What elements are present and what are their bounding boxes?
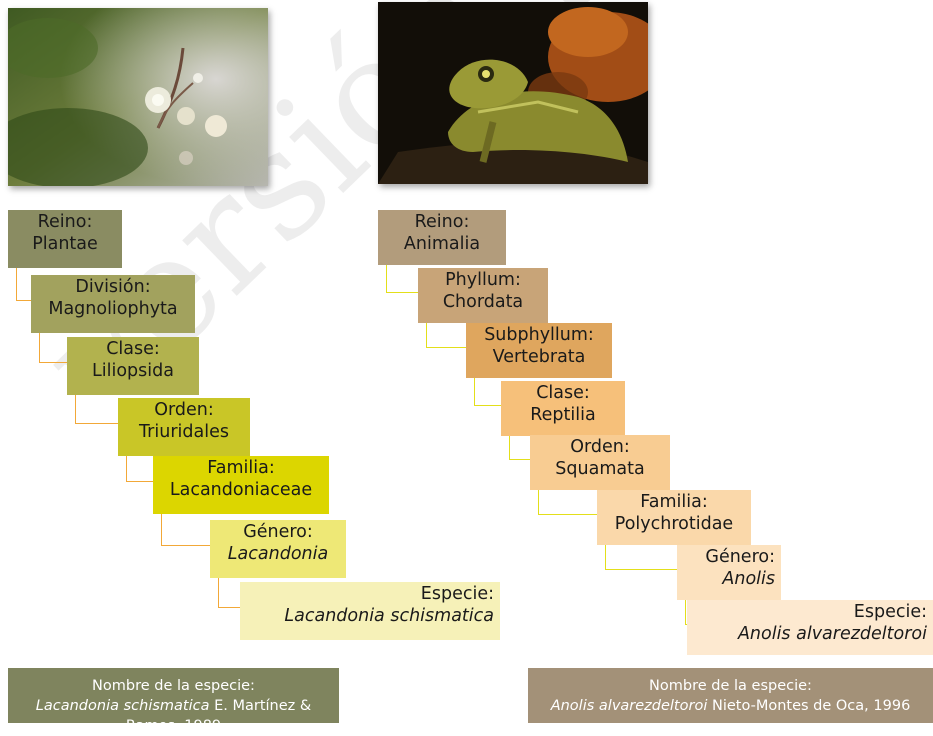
animal-rank-3: Clase:Reptilia [501,381,625,436]
animal-connector [605,545,677,570]
plant-rank-value: Lacandonia [210,543,346,565]
animal-connector [474,378,501,406]
plant-connector [161,514,210,546]
plant-rank-0: Reino:Plantae [8,210,122,268]
animal-rank-6: Género:Anolis [677,545,781,600]
plant-rank-1: División:Magnoliophyta [31,275,195,333]
plant-rank-value: Triuridales [118,421,250,443]
plant-rank-label: Orden: [118,399,250,421]
plant-rank-label: Género: [210,521,346,543]
animal-rank-5: Familia:Polychrotidae [597,490,751,545]
plant-connector [126,456,153,482]
plant-rank-2: Clase:Liliopsida [67,337,199,395]
animal-rank-value: Chordata [418,291,548,313]
animal-rank-label: Clase: [501,382,625,404]
animal-caption-author: Nieto-Montes de Oca, 1996 [707,698,910,714]
animal-connector [538,490,597,515]
plant-caption-species: Lacandonia schismatica [36,698,210,714]
plant-rank-label: División: [31,276,195,298]
animal-connector [509,436,530,460]
animal-connector [685,600,687,625]
plant-connector [16,268,31,301]
plant-rank-value: Lacandonia schismatica [240,605,500,627]
plant-rank-label: Especie: [240,583,500,605]
lizard-photo [378,2,648,184]
plant-caption-title: Nombre de la especie: [8,676,339,696]
plant-rank-value: Lacandoniaceae [153,479,329,501]
plant-rank-label: Familia: [153,457,329,479]
plant-rank-3: Orden:Triuridales [118,398,250,456]
animal-rank-value: Reptilia [501,404,625,426]
animal-rank-label: Phyllum: [418,269,548,291]
plant-rank-value: Magnoliophyta [31,298,195,320]
plant-connector [218,578,240,608]
animal-rank-label: Orden: [530,436,670,458]
plant-photo [8,8,268,186]
animal-connector [386,265,418,293]
plant-species-caption: Nombre de la especie: Lacandonia schisma… [8,668,339,723]
animal-rank-label: Reino: [378,211,506,233]
animal-rank-value: Squamata [530,458,670,480]
animal-rank-value: Polychrotidae [597,513,751,535]
plant-rank-6: Especie:Lacandonia schismatica [240,582,500,640]
animal-connector [426,323,466,348]
animal-rank-2: Subphyllum:Vertebrata [466,323,612,378]
animal-caption-species: Anolis alvarezdeltoroi [551,698,708,714]
animal-rank-value: Animalia [378,233,506,255]
plant-rank-label: Reino: [8,211,122,233]
animal-rank-value: Vertebrata [466,346,612,368]
animal-caption-title: Nombre de la especie: [528,676,933,696]
plant-rank-value: Liliopsida [67,360,199,382]
plant-connector [39,333,67,363]
animal-rank-value: Anolis alvarezdeltoroi [687,623,933,645]
animal-rank-label: Subphyllum: [466,324,612,346]
animal-rank-4: Orden:Squamata [530,435,670,490]
animal-species-caption: Nombre de la especie: Anolis alvarezdelt… [528,668,933,723]
animal-rank-label: Género: [677,546,781,568]
plant-connector [75,395,118,424]
plant-rank-value: Plantae [8,233,122,255]
plant-rank-label: Clase: [67,338,199,360]
animal-rank-value: Anolis [677,568,781,590]
animal-rank-1: Phyllum:Chordata [418,268,548,323]
animal-rank-label: Familia: [597,491,751,513]
animal-rank-0: Reino:Animalia [378,210,506,265]
plant-rank-4: Familia:Lacandoniaceae [153,456,329,514]
animal-rank-7: Especie:Anolis alvarezdeltoroi [687,600,933,655]
plant-rank-5: Género:Lacandonia [210,520,346,578]
animal-rank-label: Especie: [687,601,933,623]
